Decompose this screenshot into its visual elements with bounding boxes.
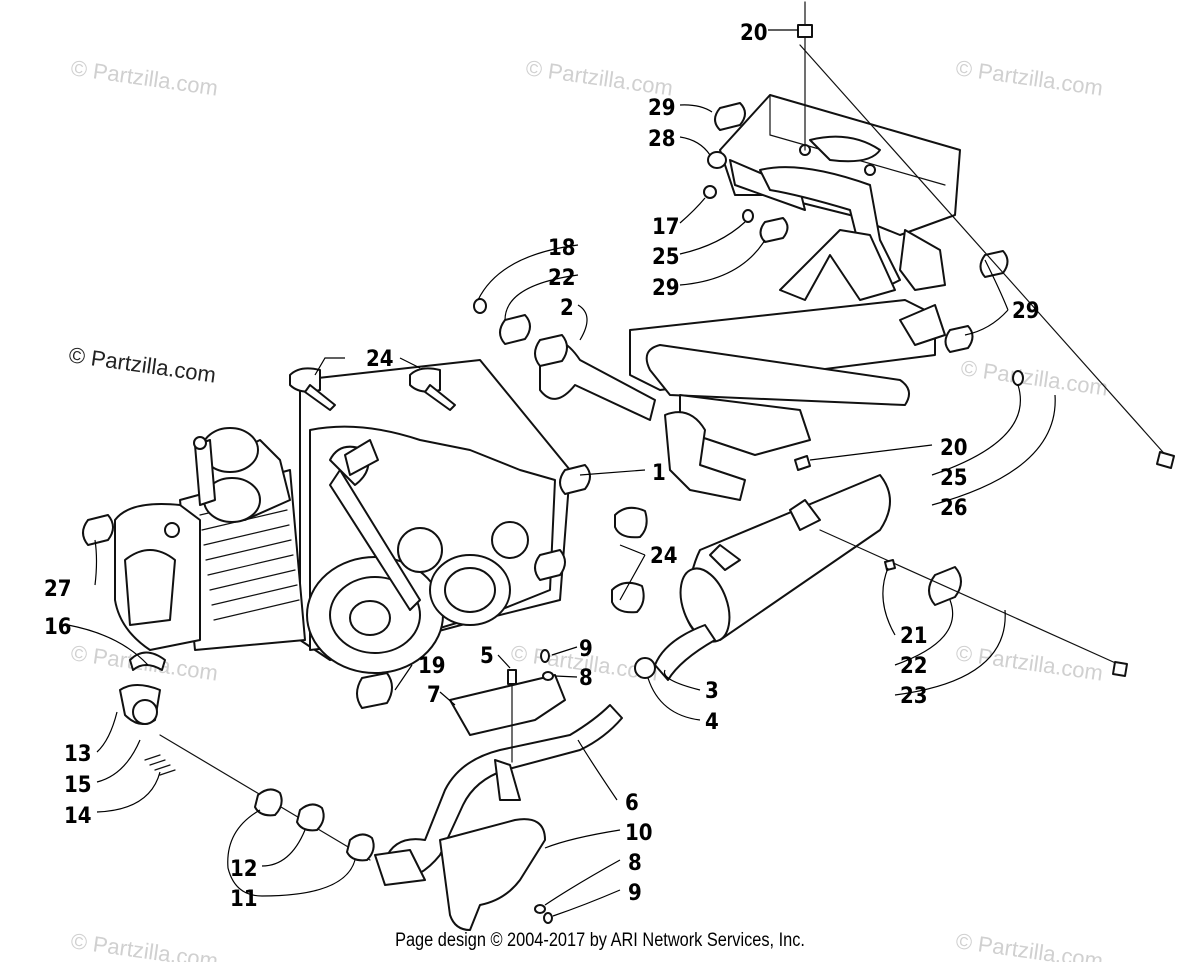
spacer-19 [356, 672, 393, 709]
bolt-20-top-head [797, 24, 813, 38]
watermark-text: © Partzilla.com [524, 55, 674, 100]
frame-bushings [473, 24, 1175, 471]
muffler-assembly [634, 474, 1128, 681]
bushing-2 [534, 334, 568, 367]
bolt-20-lower [794, 455, 811, 471]
nut-21 [884, 559, 896, 571]
callout-3: 3 [705, 679, 719, 704]
callout-23: 23 [900, 684, 928, 709]
washer-25-top [742, 209, 754, 223]
callout-8: 8 [628, 851, 642, 876]
nut-17 [703, 185, 717, 199]
callout-9: 9 [579, 637, 593, 662]
bolt-23-head [1112, 661, 1128, 677]
bushing-22 [499, 314, 531, 345]
callout-19: 19 [418, 654, 446, 679]
callout-24: 24 [366, 347, 394, 372]
spring-14 [144, 754, 176, 776]
callout-25: 25 [940, 466, 968, 491]
gasket-11 [254, 788, 283, 817]
callout-10: 10 [625, 821, 653, 846]
heat-shield-7 [449, 674, 566, 736]
watermark-text: © Partzilla.com [959, 355, 1109, 400]
engine-mount-hardware [82, 367, 648, 709]
exhaust-gasket-hardware [119, 651, 375, 862]
callout-5: 5 [480, 644, 494, 669]
callout-26: 26 [940, 496, 968, 521]
callout-20: 20 [940, 436, 968, 461]
bolt-26-head [1156, 451, 1175, 469]
nut-18 [473, 298, 487, 314]
callout-14: 14 [64, 804, 92, 829]
bushing-29-top [714, 102, 746, 131]
callout-20: 20 [740, 21, 768, 46]
callout-6: 6 [625, 791, 639, 816]
callout-17: 17 [652, 215, 680, 240]
watermark-text: © Partzilla.com [954, 55, 1104, 100]
screw-9-lower [543, 912, 553, 924]
callout-28: 28 [648, 127, 676, 152]
heat-shield-10 [439, 818, 546, 931]
callout-29: 29 [652, 276, 680, 301]
cap-28 [707, 151, 727, 169]
callout-16: 16 [44, 615, 72, 640]
watermark-main-text: © Partzilla.com [67, 342, 217, 387]
callout-leaders [67, 29, 1056, 917]
watermark-text: © Partzilla.com [954, 640, 1104, 685]
engine-assembly [114, 359, 571, 674]
callout-labels: 20 29 28 17 25 29 18 22 2 29 24 1 20 25 … [44, 21, 1040, 912]
washer-25-lower [1012, 370, 1024, 386]
callout-18: 18 [548, 236, 576, 261]
screw-9-upper [540, 649, 550, 663]
page-footer-copyright: Page design © 2004-2017 by ARI Network S… [395, 930, 805, 951]
frame-subframe [539, 229, 946, 501]
callout-25: 25 [652, 245, 680, 270]
callout-27: 27 [44, 577, 72, 602]
callout-13: 13 [64, 742, 92, 767]
callout-15: 15 [64, 773, 92, 798]
callout-8: 8 [579, 666, 593, 691]
washer-8-upper [542, 671, 554, 681]
ring-12 [296, 803, 325, 832]
callout-29: 29 [1012, 299, 1040, 324]
bushing-29-mid [759, 217, 789, 243]
spacer-27 [82, 514, 114, 546]
clamp-4 [634, 657, 656, 679]
bolt-5 [507, 669, 517, 685]
callout-1: 1 [652, 461, 666, 486]
callout-22: 22 [900, 654, 928, 679]
callout-9: 9 [628, 881, 642, 906]
watermark-text: © Partzilla.com [69, 55, 219, 100]
washer-8-lower [534, 904, 546, 914]
callout-11: 11 [230, 887, 258, 912]
flange-port [132, 699, 158, 725]
callout-21: 21 [900, 624, 928, 649]
bushing-29-lower [944, 325, 974, 353]
exhaust-pipe-assembly [374, 649, 623, 931]
callout-29: 29 [648, 96, 676, 121]
gasket-exhaust [346, 833, 375, 862]
callout-7: 7 [427, 683, 441, 708]
callout-2: 2 [560, 296, 574, 321]
callout-12: 12 [230, 857, 258, 882]
callout-22: 22 [548, 266, 576, 291]
callout-24: 24 [650, 544, 678, 569]
callout-4: 4 [705, 710, 719, 735]
